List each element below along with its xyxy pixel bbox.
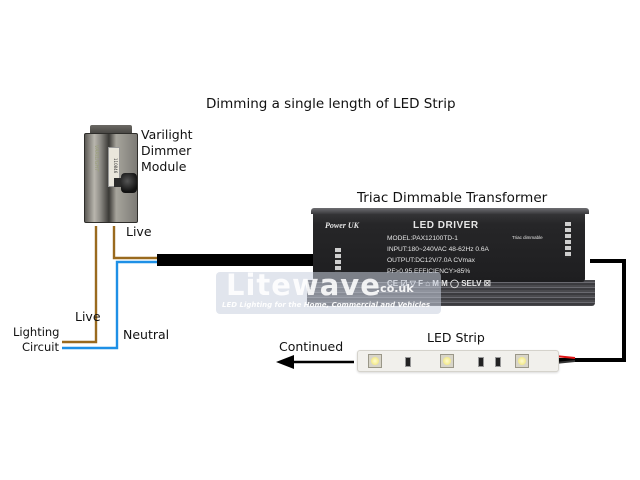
lighting-circuit-line: Circuit [21, 340, 59, 354]
driver-output-spec: OUTPUT:DC12V/7.0A CVmax [387, 257, 475, 264]
dimmer-logo: VARILIGHT [93, 145, 99, 172]
driver-model: MODEL:PAX12100TD-1 [387, 235, 458, 242]
diagram-title: Dimming a single length of LED Strip [206, 96, 456, 112]
live-label-source: Live [75, 309, 101, 324]
litewave-watermark: Litewave .co.uk LED Lighting for the Hom… [216, 268, 441, 314]
dimmer-module: VARILIGHT 110846 [84, 123, 140, 226]
output-terminal-icon [565, 222, 571, 258]
watermark-name: Litewave [226, 268, 381, 302]
dc-output-cable [556, 259, 626, 362]
dimmer-label-line: Module [141, 159, 187, 174]
dimmer-top [90, 125, 132, 136]
neutral-label: Neutral [123, 327, 170, 342]
live-wire-switched [112, 226, 160, 260]
resistor-icon [405, 357, 411, 367]
dimmer-label-line: Dimmer [141, 143, 192, 158]
driver-title: LED DRIVER [413, 220, 479, 231]
led-strip-label: LED Strip [427, 330, 485, 345]
driver-brand: Power UK [325, 221, 359, 230]
driver-efficiency-spec: PF>0.95 EFFICIENCY>85% [387, 268, 471, 275]
triac-dimmable-badge: Triac dimmable [512, 235, 543, 240]
dimmer-sticker-text: 110846 [113, 158, 118, 174]
neutral-wire [62, 260, 160, 350]
lighting-circuit-label: Lighting Circuit [13, 325, 59, 355]
live-wire-source [62, 226, 98, 344]
led-chip-icon [515, 354, 529, 368]
led-strip [357, 350, 559, 372]
led-chip-icon [368, 354, 382, 368]
mains-cable [157, 254, 317, 266]
input-terminal-icon [335, 248, 341, 272]
watermark-tagline: LED Lighting for the Home, Commercial an… [222, 301, 431, 309]
dimmer-label: Varilight Dimmer Module [141, 127, 193, 175]
dimmer-shaft [114, 178, 124, 187]
continued-arrow-head [276, 355, 294, 369]
lighting-circuit-line: Lighting [13, 325, 60, 339]
driver-input-spec: INPUT:180~240VAC 48-62Hz 0.6A [387, 246, 489, 253]
continued-label: Continued [279, 339, 344, 354]
live-label-switched: Live [126, 224, 152, 239]
dimmer-knob-icon [121, 173, 137, 193]
resistor-icon [478, 357, 484, 367]
driver-body [313, 210, 585, 282]
transformer-label: Triac Dimmable Transformer [357, 190, 548, 206]
dimmer-label-line: Varilight [141, 127, 193, 142]
resistor-icon [495, 357, 501, 367]
led-chip-icon [440, 354, 454, 368]
driver-top-edge [311, 208, 589, 214]
watermark-domain: .co.uk [376, 282, 414, 295]
